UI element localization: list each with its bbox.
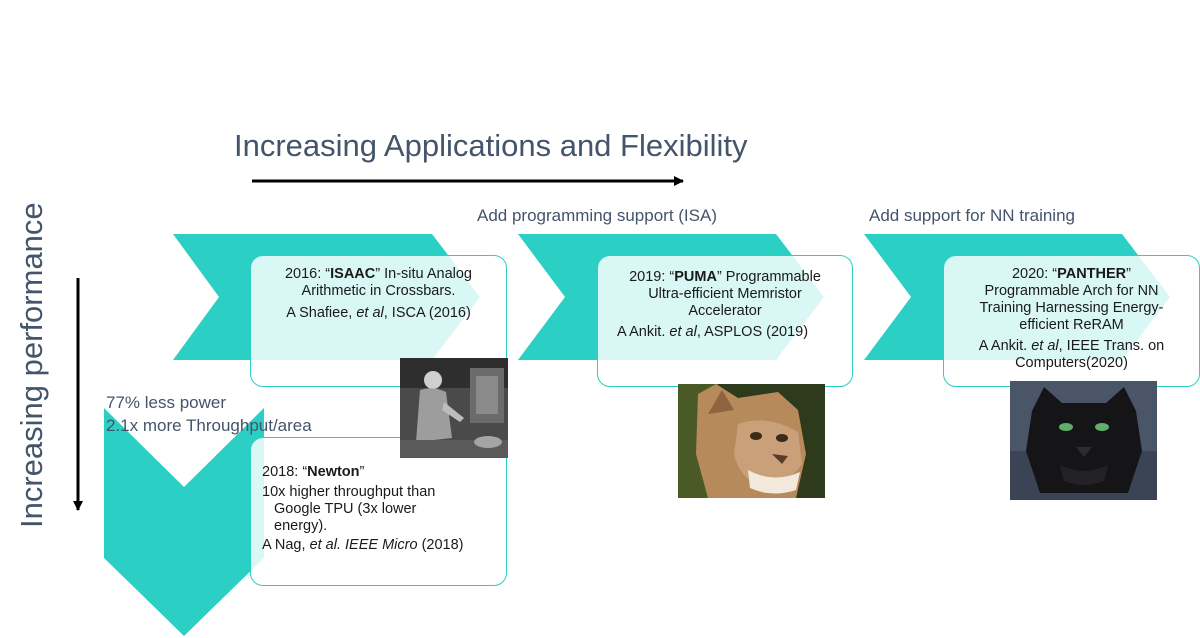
puma-cite-etal: et al — [669, 324, 697, 340]
newton-line-2: Google TPU (3x lower — [274, 501, 417, 517]
isaac-title-line: 2016: “ISAAC” In-situ Analog — [251, 266, 506, 283]
isaac-cite-pre: A Shafiee, — [286, 305, 357, 321]
panther-step-annotation: Add support for NN training — [869, 206, 1075, 225]
newton-year: 2018: “ — [262, 464, 308, 480]
panther-cite-post: , IEEE Trans. on — [1058, 338, 1165, 354]
newton-citation: A Nag, et al. IEEE Micro (2018) — [262, 537, 506, 554]
newton-line-1: 10x higher throughput than — [262, 484, 436, 500]
chevron-newton — [104, 408, 264, 636]
panther-cite-pre: A Ankit. — [978, 338, 1032, 354]
newton-name: Newton — [307, 464, 360, 480]
panther-desc-c: efficient ReRAM — [1019, 317, 1124, 333]
newton-card: 2018: “Newton” 10x higher throughput tha… — [250, 437, 507, 586]
panther-desc-b: Training Harnessing Energy- — [979, 300, 1164, 316]
puma-citation: A Ankit. et al, ASPLOS (2019) — [598, 324, 852, 341]
panther-image — [1010, 381, 1157, 500]
isaac-year: 2016: “ — [284, 266, 331, 282]
panther-citation: A Ankit. et al, IEEE Trans. on — [944, 338, 1199, 355]
panther-desc-a: Programmable Arch for NN — [984, 283, 1159, 299]
panther-year: 2020: “ — [1011, 266, 1058, 282]
puma-step-annotation: Add programming support (ISA) — [477, 206, 717, 225]
isaac-newton-image — [400, 358, 508, 458]
horizontal-axis-title: Increasing Applications and Flexibility — [234, 128, 748, 163]
puma-year: 2019: “ — [629, 269, 675, 285]
newton-gain-throughput: 2.1x more Throughput/area — [106, 416, 312, 435]
newton-cite-post: (2018) — [417, 537, 464, 553]
puma-name: PUMA — [674, 269, 717, 285]
panther-cite-etal: et al — [1031, 338, 1059, 354]
newton-close-quote: ” — [359, 464, 365, 480]
newton-cite-etal: et al. IEEE Micro — [309, 537, 418, 553]
panther-close-quote: ” — [1126, 266, 1131, 282]
puma-cougar-icon — [678, 384, 825, 498]
puma-cite-pre: A Ankit. — [617, 324, 670, 340]
newton-line-3: energy). — [274, 518, 328, 534]
puma-image — [678, 384, 825, 498]
isaac-cite-etal: et al — [356, 305, 384, 321]
puma-desc-b: Ultra-efficient Memristor — [648, 286, 802, 302]
panther-title-line: 2020: “PANTHER” — [944, 266, 1199, 283]
vertical-axis-title: Increasing performance — [14, 202, 49, 528]
black-panther-icon — [1010, 381, 1157, 500]
puma-desc-a: ” Programmable — [716, 269, 821, 285]
isaac-citation: A Shafiee, et al, ISCA (2016) — [251, 305, 506, 322]
isaac-cite-post: , ISCA (2016) — [383, 305, 471, 321]
panther-citation-line-2: Computers(2020) — [1015, 355, 1128, 371]
newton-title-line: 2018: “Newton” — [262, 464, 506, 481]
puma-cite-post: , ASPLOS (2019) — [696, 324, 809, 340]
isaac-name: ISAAC — [330, 266, 376, 282]
puma-card: 2019: “PUMA” Programmable Ultra-efficien… — [597, 255, 853, 387]
panther-card: 2020: “PANTHER” Programmable Arch for NN… — [943, 255, 1200, 387]
puma-title-line: 2019: “PUMA” Programmable — [598, 269, 852, 286]
newton-gain-power: 77% less power — [106, 393, 227, 412]
panther-name: PANTHER — [1057, 266, 1127, 282]
isaac-newton-engraving-icon — [400, 358, 508, 458]
puma-desc-c: Accelerator — [688, 303, 762, 319]
isaac-desc-a: ” In-situ Analog — [375, 266, 472, 282]
newton-cite-pre: A Nag, — [262, 537, 310, 553]
isaac-desc-b: Arithmetic in Crossbars. — [301, 283, 456, 299]
isaac-card: 2016: “ISAAC” In-situ Analog Arithmetic … — [250, 255, 507, 387]
